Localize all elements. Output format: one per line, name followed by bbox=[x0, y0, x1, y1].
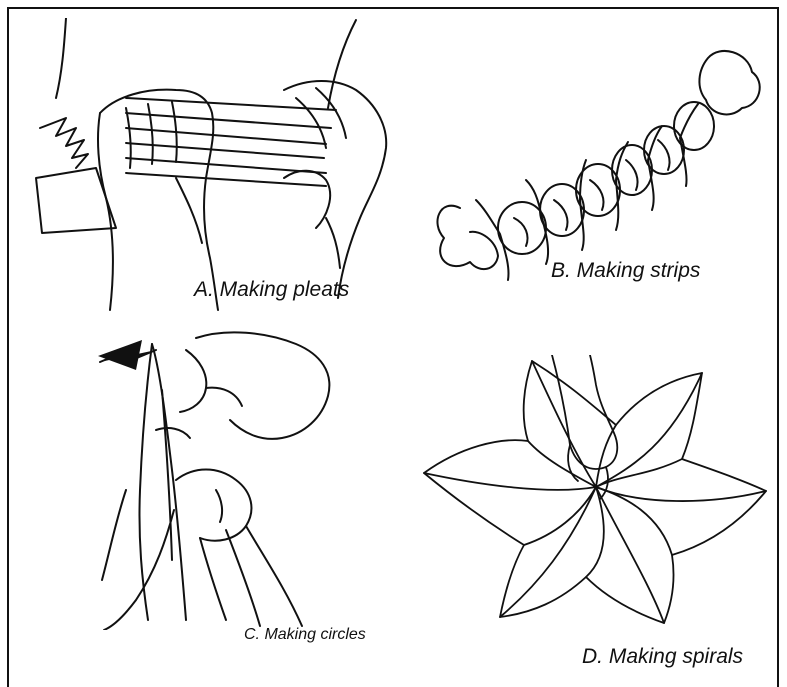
panel-c bbox=[96, 330, 416, 630]
panel-a bbox=[26, 18, 396, 313]
panel-d bbox=[420, 355, 770, 625]
caption-b: B. Making strips bbox=[551, 259, 700, 283]
circle-pinching-illustration bbox=[96, 330, 416, 630]
caption-a: A. Making pleats bbox=[194, 278, 349, 302]
caption-d: D. Making spirals bbox=[582, 645, 743, 669]
spiral-twisting-illustration bbox=[420, 355, 770, 625]
caption-c: C. Making circles bbox=[244, 626, 366, 644]
pleating-hands-illustration bbox=[26, 18, 396, 313]
